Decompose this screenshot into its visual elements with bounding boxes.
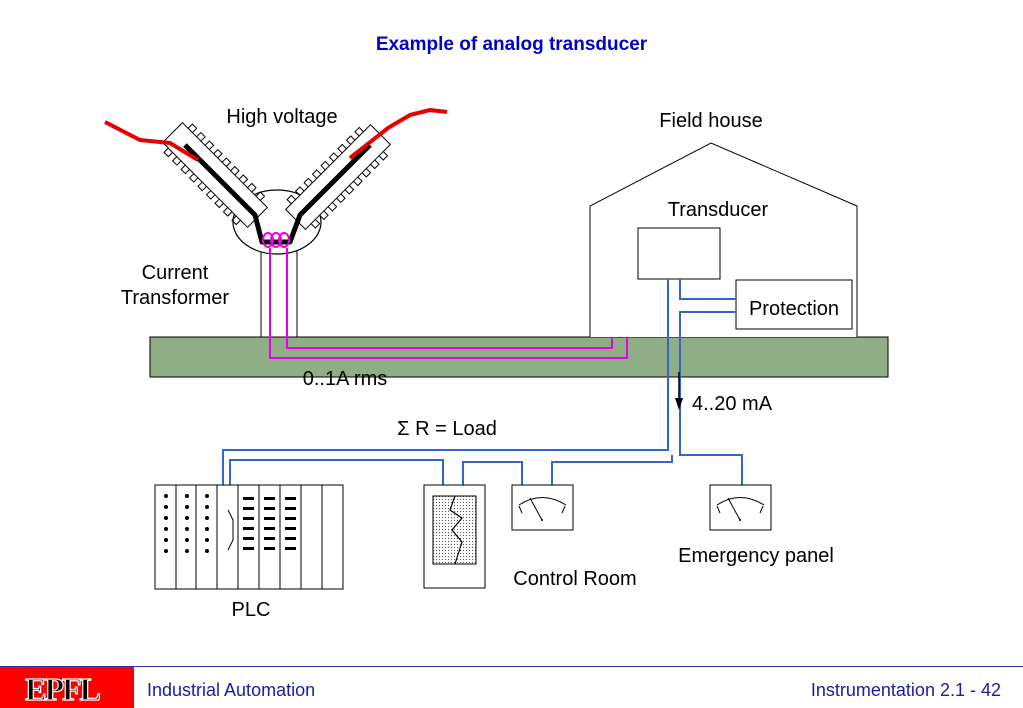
footer-course-name: Industrial Automation bbox=[147, 680, 316, 700]
label-high-voltage: High voltage bbox=[226, 106, 337, 128]
protection-box bbox=[735, 279, 853, 330]
label-current-transformer-2: Transformer bbox=[121, 287, 230, 309]
transducer-box bbox=[637, 227, 721, 280]
ct-secondary-coil bbox=[262, 232, 290, 248]
label-current-transformer-1: Current bbox=[142, 262, 209, 284]
emergency-panel-meter bbox=[709, 484, 772, 531]
plc-io-bars bbox=[243, 497, 296, 550]
footer-divider bbox=[0, 666, 1023, 667]
epfl-logo: EPFL bbox=[0, 667, 134, 708]
hv-line-right bbox=[348, 108, 448, 160]
label-plc: PLC bbox=[232, 599, 271, 621]
current-loop bbox=[222, 279, 743, 485]
current-arrow-head bbox=[675, 398, 683, 410]
label-current-range: 0..1A rms bbox=[303, 368, 387, 390]
label-control-room: Control Room bbox=[513, 568, 636, 590]
primary-conductor bbox=[183, 143, 372, 245]
plc-cpu-notch bbox=[227, 509, 234, 551]
label-emergency-panel: Emergency panel bbox=[678, 545, 834, 567]
label-load: Σ R = Load bbox=[397, 418, 497, 440]
hv-line-left bbox=[104, 120, 200, 162]
plc-io-dots bbox=[164, 494, 209, 553]
secondary-wire-inner bbox=[286, 246, 638, 349]
svg-text:EPFL: EPFL bbox=[25, 671, 99, 707]
label-protection: Protection bbox=[749, 298, 839, 320]
footer-slide-reference: Instrumentation 2.1 - 42 bbox=[810, 680, 1001, 700]
transducer-diagram: High voltage Current Transformer Field h… bbox=[104, 106, 889, 621]
ct-post bbox=[260, 244, 298, 338]
control-room-meter bbox=[511, 484, 574, 531]
diagram-title: Example of analog transducer bbox=[375, 34, 648, 55]
chart-recorder-paper bbox=[432, 495, 477, 565]
label-field-house: Field house bbox=[659, 110, 762, 132]
label-transducer: Transducer bbox=[668, 199, 769, 221]
label-loop-current: 4..20 mA bbox=[692, 393, 773, 415]
chart-recorder-trace bbox=[449, 495, 463, 565]
